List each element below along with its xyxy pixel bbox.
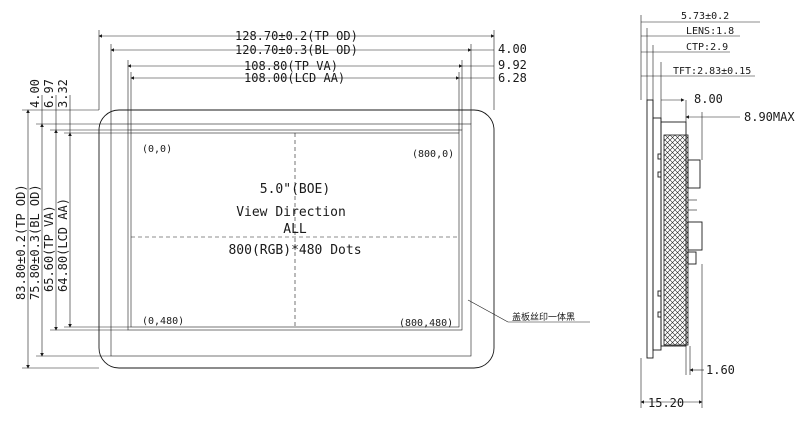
dim-top-6-97: 6.97 (42, 79, 56, 108)
dim-ctp: CTP:2.9 (686, 42, 728, 53)
dim-right-4: 4.00 (498, 42, 527, 56)
corner-bottom-left: (0,480) (142, 316, 184, 327)
dim-total-thickness: 5.73±0.2 (681, 11, 729, 22)
connector-upper (687, 159, 701, 189)
dim-8: 8.00 (694, 92, 723, 106)
dim-tp-od-height: 83.80±0.2(TP OD) (14, 184, 28, 300)
tp-outline (98, 109, 495, 369)
top-dimensions (98, 30, 495, 133)
dim-top-3-32: 3.32 (56, 79, 70, 108)
resolution-label: 800(RGB)*480 Dots (228, 243, 361, 258)
dim-tp-od-width: 128.70±0.2(TP OD) (235, 29, 358, 43)
dim-1-60: 1.60 (706, 363, 735, 377)
callout-text: 盖板丝印一体黑 (512, 311, 575, 323)
bl-outline (110, 123, 472, 357)
dim-right-6-28: 6.28 (498, 71, 527, 85)
side-bottom-dimensions (640, 264, 704, 408)
dim-tft: TFT:2.83±0.15 (673, 66, 751, 77)
view-direction-value: ALL (283, 222, 307, 237)
callout-leader (467, 299, 509, 323)
tft-layer (652, 117, 662, 351)
connector-small (687, 251, 697, 265)
dim-lcd-aa-height: 64.80(LCD AA) (56, 198, 70, 292)
side-top-dimensions (640, 15, 760, 160)
corner-top-left: (0,0) (142, 144, 172, 155)
dim-bl-od-height: 75.80±0.3(BL OD) (28, 184, 42, 300)
dim-lcd-aa-width: 108.00(LCD AA) (244, 71, 345, 85)
lens-layer (646, 99, 654, 359)
dim-8-90-max: 8.90MAX (744, 110, 795, 124)
side-view: 5.73±0.2 LENS:1.8 CTP:2.9 TFT:2.83±0.15 … (640, 11, 795, 410)
module-hatch (663, 134, 689, 346)
dim-tp-va-height: 65.60(TP VA) (42, 205, 56, 292)
view-direction-label: View Direction (236, 205, 346, 220)
dim-right-9-92: 9.92 (498, 58, 527, 72)
dim-tp-va-width: 108.80(TP VA) (244, 59, 338, 73)
tp-va-outline (127, 129, 463, 331)
dim-lens: LENS:1.8 (686, 26, 734, 37)
left-dimensions (22, 95, 131, 369)
corner-bottom-right: (800,480) (399, 318, 453, 329)
corner-top-right: (800,0) (412, 149, 454, 160)
panel-model: 5.0"(BOE) (260, 182, 330, 197)
dim-top-4: 4.00 (28, 79, 42, 108)
dim-bl-od-width: 120.70±0.3(BL OD) (235, 43, 358, 57)
connector-lower (687, 221, 703, 251)
front-view: (0,0) (800,0) (0,480) (800,480) 5.0"(BOE… (14, 29, 590, 369)
dim-15-20: 15.20 (648, 396, 684, 410)
